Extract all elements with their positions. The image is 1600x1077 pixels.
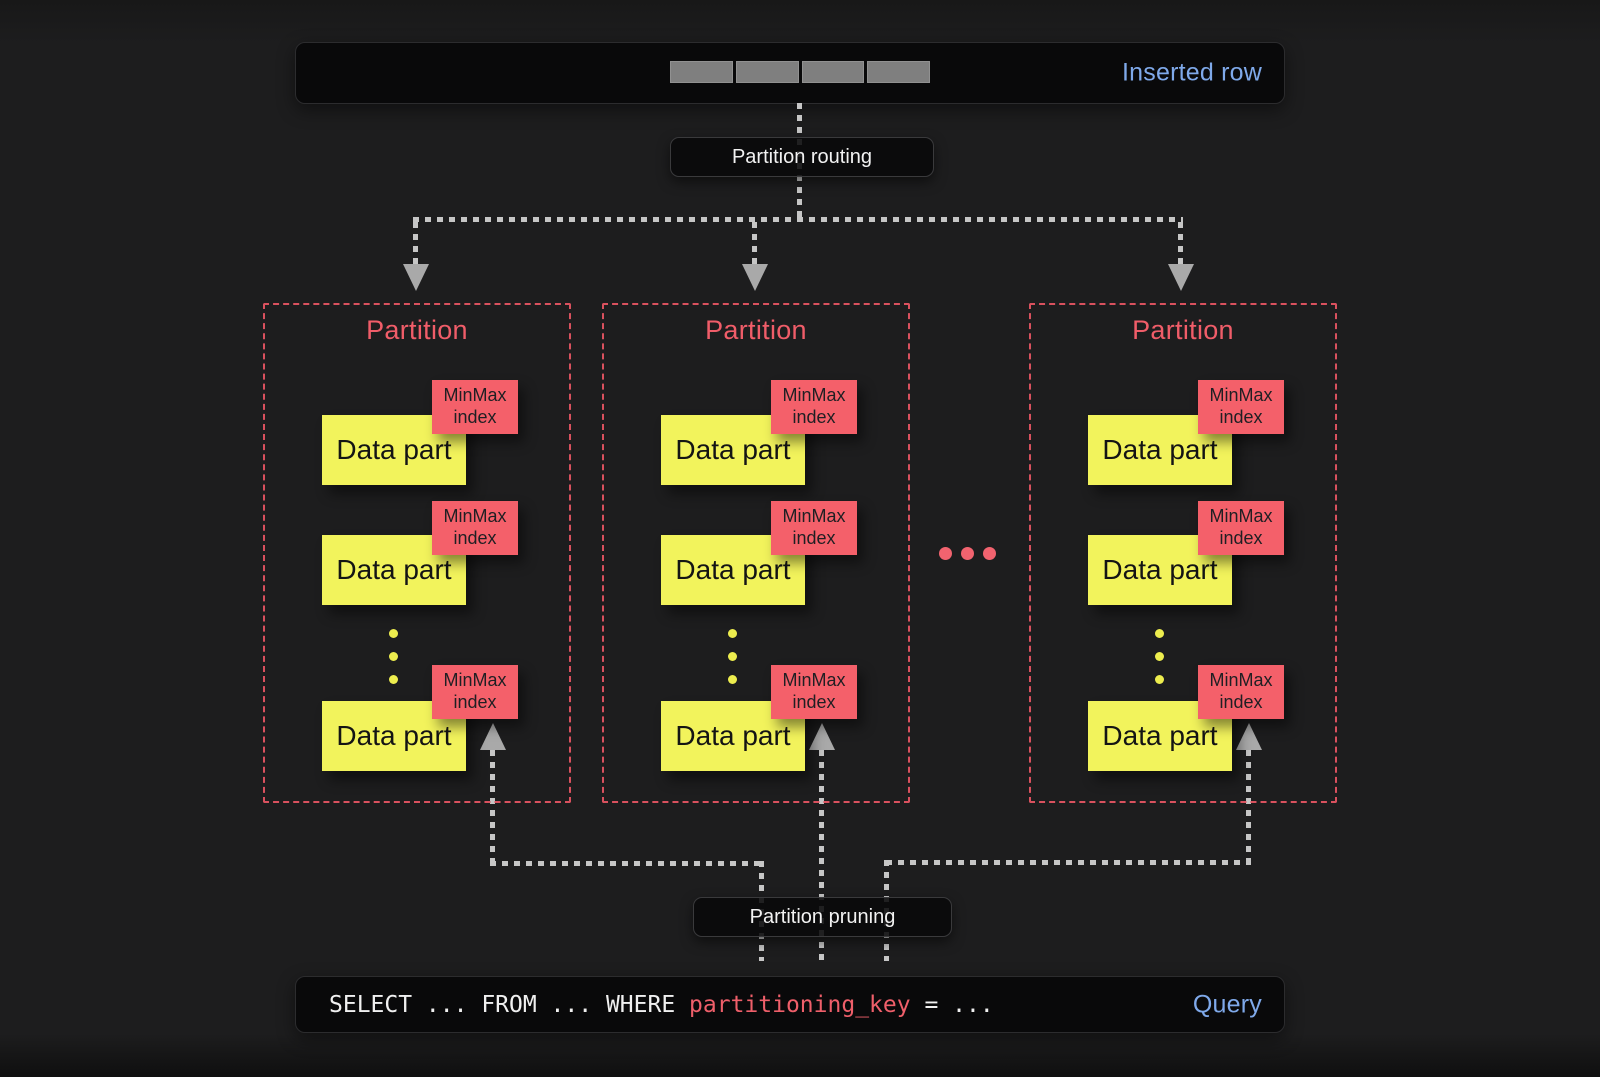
- arrow-up-icon: [480, 723, 506, 750]
- inserted-row-bar: Inserted row: [295, 42, 1285, 104]
- sql-before: SELECT ... FROM ... WHERE: [329, 991, 690, 1018]
- row-cell: [670, 61, 733, 83]
- inserted-row-label: Inserted row: [1122, 58, 1262, 87]
- sql-text: SELECT ... FROM ... WHERE partitioning_k…: [329, 992, 994, 1018]
- partition-title: Partition: [705, 315, 807, 345]
- minmax-index-tag: MinMax index: [1198, 501, 1284, 555]
- pruning-line-2-vertical: [819, 750, 824, 961]
- pruning-line-3-vertical: [1246, 750, 1251, 863]
- partitions-ellipsis-icon: [939, 547, 996, 560]
- routing-branch-line: [413, 217, 1183, 222]
- pruning-line-3-horizontal: [886, 860, 1251, 865]
- minmax-index-tag: MinMax index: [1198, 665, 1284, 719]
- row-cell: [735, 61, 799, 83]
- partition-title: Partition: [1132, 315, 1234, 345]
- partition-title: Partition: [366, 315, 468, 345]
- partition-routing-text: Partition routing: [731, 145, 873, 168]
- partition-pruning-label: Partition pruning: [693, 897, 952, 937]
- minmax-index-tag: MinMax index: [432, 380, 518, 434]
- partition-box-3: Partition MinMax index Data part MinMax …: [1029, 303, 1337, 803]
- minmax-index-tag: MinMax index: [771, 380, 857, 434]
- arrow-down-icon: [742, 264, 768, 291]
- pruning-line-1-horizontal: [490, 861, 764, 866]
- routing-drop-line-1: [413, 222, 418, 264]
- arrow-down-icon: [403, 264, 429, 291]
- vertical-ellipsis-dot: [1155, 629, 1164, 638]
- data-part-box: Data part: [1088, 415, 1232, 485]
- minmax-index-tag: MinMax index: [432, 501, 518, 555]
- vertical-ellipsis-dot: [1155, 675, 1164, 684]
- routing-drop-line-3: [1178, 222, 1183, 264]
- minmax-index-tag: MinMax index: [771, 665, 857, 719]
- arrow-up-icon: [1236, 723, 1262, 750]
- ellipsis-dot: [961, 547, 974, 560]
- arrow-up-icon: [809, 723, 835, 750]
- minmax-index-tag: MinMax index: [771, 501, 857, 555]
- routing-drop-line-2: [752, 222, 757, 264]
- partition-routing-label: Partition routing: [670, 137, 934, 177]
- partition-pruning-text: Partition pruning: [749, 905, 896, 928]
- query-label: Query: [1192, 990, 1262, 1018]
- vertical-ellipsis-dot: [728, 652, 737, 661]
- data-part-box: Data part: [322, 701, 466, 771]
- query-bar: SELECT ... FROM ... WHERE partitioning_k…: [295, 976, 1285, 1033]
- vertical-ellipsis-dot: [389, 675, 398, 684]
- partition-box-2: Partition MinMax index Data part MinMax …: [602, 303, 910, 803]
- ellipsis-dot: [939, 547, 952, 560]
- vertical-ellipsis-dot: [1155, 652, 1164, 661]
- vertical-ellipsis-dot: [389, 629, 398, 638]
- vertical-ellipsis-dot: [389, 652, 398, 661]
- row-cells-icon: [670, 61, 930, 83]
- minmax-index-tag: MinMax index: [1198, 380, 1284, 434]
- vertical-ellipsis-dot: [728, 675, 737, 684]
- sql-partitioning-key: partitioning_key: [689, 991, 911, 1018]
- row-cell: [801, 61, 865, 83]
- partition-box-1: Partition MinMax index Data part MinMax …: [263, 303, 571, 803]
- row-cell: [867, 61, 930, 83]
- ellipsis-dot: [983, 547, 996, 560]
- pruning-line-1-vertical: [490, 750, 495, 864]
- arrow-down-icon: [1168, 264, 1194, 291]
- minmax-index-tag: MinMax index: [432, 665, 518, 719]
- sql-after: = ...: [910, 991, 994, 1018]
- vertical-ellipsis-dot: [728, 629, 737, 638]
